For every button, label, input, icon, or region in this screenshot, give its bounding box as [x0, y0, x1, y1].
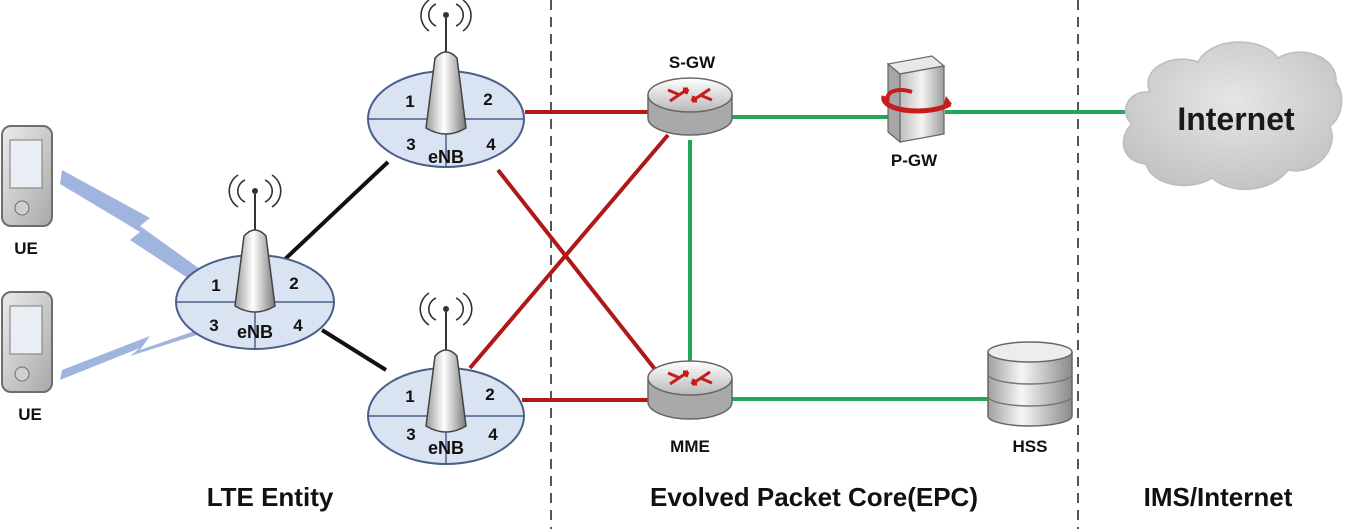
sgw-label: S-GW	[669, 53, 716, 72]
section-label-lte: LTE Entity	[207, 482, 334, 512]
enb-bottom-sector-3: 3	[406, 425, 415, 444]
enb-bottom-sector-1: 1	[405, 387, 414, 406]
radio-link-ue2	[60, 318, 232, 380]
enb-bottom[interactable]: 1 2 3 4 eNB	[367, 292, 525, 465]
cell-tower-icon	[420, 0, 472, 135]
mme-label: MME	[670, 437, 710, 456]
x2-link-top	[280, 160, 390, 264]
server-icon	[881, 55, 952, 144]
pgw-label: P-GW	[891, 151, 938, 170]
enb-top-sector-1: 1	[405, 92, 414, 111]
ue-device-2[interactable]: UE	[1, 291, 53, 424]
section-label-epc: Evolved Packet Core(EPC)	[650, 482, 978, 512]
cloud-icon	[1122, 41, 1343, 191]
mme-node[interactable]: MME	[647, 360, 733, 456]
router-icon	[647, 77, 733, 136]
s1-link-enb-bottom-sgw	[468, 133, 670, 370]
enb-left-sector-3: 3	[209, 316, 218, 335]
cell-tower-icon	[228, 174, 282, 313]
enb-top-sector-2: 2	[483, 90, 492, 109]
cell-tower-icon	[419, 292, 473, 433]
enb-bottom-sector-4: 4	[488, 425, 498, 444]
hss-node[interactable]: HSS	[987, 341, 1073, 456]
enb-bottom-sector-2: 2	[485, 385, 494, 404]
enb-top-sector-3: 3	[406, 135, 415, 154]
internet-label: Internet	[1177, 101, 1295, 137]
enb-top[interactable]: 1 2 3 4 eNB	[367, 0, 525, 168]
enb-bottom-label: eNB	[428, 438, 464, 458]
pgw-node[interactable]: P-GW	[881, 55, 952, 170]
enb-top-sector-4: 4	[486, 135, 496, 154]
x2-link-bottom	[320, 328, 388, 372]
enb-left-label: eNB	[237, 322, 273, 342]
enb-left-sector-4: 4	[293, 316, 303, 335]
phone-icon	[1, 125, 53, 227]
ue-label-2: UE	[18, 405, 42, 424]
hss-label: HSS	[1013, 437, 1048, 456]
enb-left[interactable]: 1 2 3 4 eNB	[175, 174, 335, 350]
router-icon	[647, 360, 733, 420]
enb-left-sector-1: 1	[211, 276, 220, 295]
database-icon	[987, 341, 1073, 427]
sgw-node[interactable]: S-GW	[647, 53, 733, 136]
enb-top-label: eNB	[428, 147, 464, 167]
section-label-ims: IMS/Internet	[1144, 482, 1293, 512]
ue-device-1[interactable]: UE	[1, 125, 53, 258]
phone-icon	[1, 291, 53, 393]
internet-node[interactable]: Internet	[1122, 41, 1343, 191]
s1-link-enb-top-mme	[496, 168, 667, 384]
enb-left-sector-2: 2	[289, 274, 298, 293]
radio-link-ue1	[60, 170, 232, 292]
ue-label-1: UE	[14, 239, 38, 258]
